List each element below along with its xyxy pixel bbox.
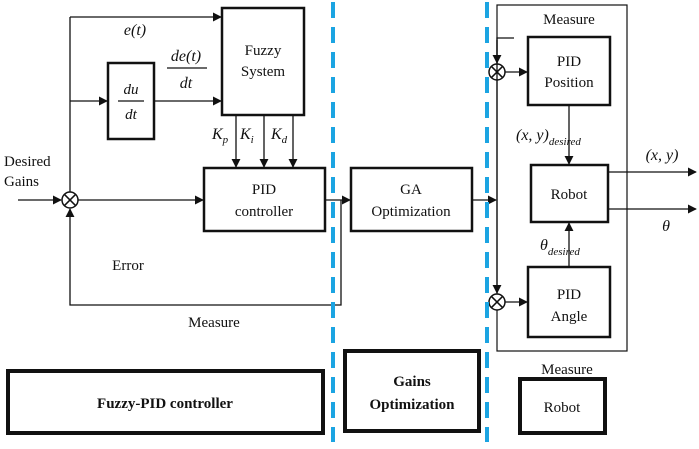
pid-controller-label-2: controller: [235, 204, 293, 220]
angle-summing-junction: [488, 293, 506, 311]
ga-label-1: GA: [400, 182, 422, 198]
pid-angle-label-1: PID: [557, 287, 581, 303]
et-label: e(t): [124, 22, 146, 39]
legend-gains-label-2: Optimization: [370, 397, 456, 413]
robot-block: [529, 163, 610, 224]
legend-gains-box: [343, 349, 481, 433]
pid-angle-label-2: Angle: [551, 309, 588, 325]
ga-label-2: Optimization: [371, 204, 451, 220]
derivative-num: du: [124, 82, 139, 98]
legend-robot-caption: Measure: [541, 362, 593, 378]
legend-gains-label-1: Gains: [393, 374, 431, 390]
det-num-label: de(t): [171, 48, 201, 65]
derivative-den: dt: [125, 107, 138, 123]
measure-feedback-line: [65, 200, 342, 306]
det-den-label: dt: [180, 75, 193, 92]
fuzzy-system-label-2: System: [241, 64, 286, 80]
legend-fuzzy-pid-label: Fuzzy-PID controller: [97, 396, 233, 412]
pid-position-block: [526, 35, 612, 107]
left-summing-junction: [61, 191, 79, 209]
pid-controller-block: [202, 166, 327, 233]
xy-output-label: (x, y): [646, 147, 679, 164]
pid-position-label-1: PID: [557, 54, 581, 70]
kp-label: Kp: [211, 126, 229, 146]
legend-robot-label: Robot: [544, 400, 582, 416]
fuzzy-system-block: [220, 6, 306, 117]
ga-optimization-block: [349, 166, 474, 233]
error-label: Error: [112, 258, 144, 274]
measure-left-label: Measure: [188, 315, 240, 331]
pid-angle-block: [526, 265, 612, 339]
theta-output-label: θ: [662, 218, 670, 235]
robot-block-label: Robot: [551, 187, 589, 203]
desired-gains-label-1: Desired: [4, 154, 51, 170]
kd-label: Kd: [270, 126, 288, 146]
measure-top-label: Measure: [543, 12, 595, 28]
pid-position-label-2: Position: [544, 75, 594, 91]
theta-desired-label: θdesired: [540, 237, 580, 258]
signal-lines: [18, 12, 697, 307]
legend-robot-box: [518, 377, 607, 435]
pid-controller-label-1: PID: [252, 182, 276, 198]
desired-gains-label-2: Gains: [4, 174, 39, 190]
derivative-block: [106, 61, 156, 141]
fuzzy-system-label-1: Fuzzy: [245, 43, 282, 59]
xy-desired-label: (x, y)desired: [516, 127, 581, 148]
legend-fuzzy-pid-box: [6, 369, 325, 435]
ki-label: Ki: [239, 126, 254, 146]
position-feedback-line: [496, 37, 514, 200]
